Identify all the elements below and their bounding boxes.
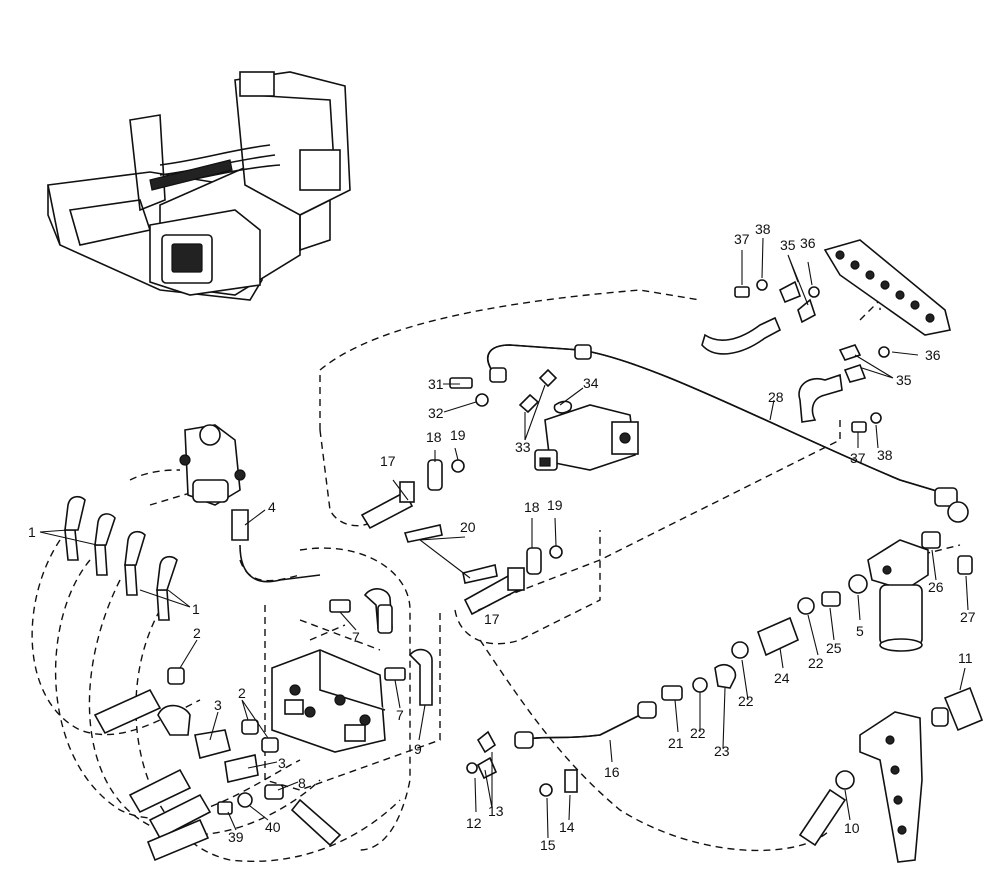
callout-10: 10	[844, 820, 860, 836]
callout-7: 7	[396, 707, 404, 723]
callout-18: 18	[426, 429, 442, 445]
callout-17: 17	[380, 453, 396, 469]
callout-39: 39	[228, 829, 244, 845]
top-valve	[179, 424, 246, 506]
callout-37: 37	[850, 450, 866, 466]
connector-11	[931, 686, 984, 732]
fitting-4	[231, 509, 321, 583]
callout-37: 37	[734, 231, 750, 247]
callout-40: 40	[265, 819, 281, 835]
callout-8: 8	[298, 775, 306, 791]
callout-27: 27	[960, 609, 976, 625]
callout-31: 31	[428, 376, 444, 392]
mounting-bracket	[859, 711, 923, 863]
callout-22: 22	[738, 693, 754, 709]
callout-3: 3	[278, 755, 286, 771]
callout-18: 18	[524, 499, 540, 515]
hose-fittings-1	[64, 495, 178, 621]
manifold-hardware	[701, 279, 890, 433]
callout-5: 5	[856, 623, 864, 639]
callout-28: 28	[768, 389, 784, 405]
callout-38: 38	[755, 221, 771, 237]
callout-7: 7	[352, 629, 360, 645]
callout-24: 24	[774, 670, 790, 686]
callout-15: 15	[540, 837, 556, 853]
callout-11: 11	[958, 650, 973, 666]
hose-10	[798, 770, 855, 847]
lower-left-hoses	[93, 688, 212, 862]
hose-16	[466, 701, 657, 797]
callout-20: 20	[460, 519, 476, 535]
leader-lines	[39, 237, 969, 839]
callout-9: 9	[414, 741, 422, 757]
callout-2: 2	[193, 625, 201, 641]
callout-23: 23	[714, 743, 730, 759]
callout-14: 14	[559, 819, 575, 835]
center-parts	[403, 524, 563, 616]
callout-33: 33	[515, 439, 531, 455]
callout-22: 22	[808, 655, 824, 671]
callout-38: 38	[877, 447, 893, 463]
callout-25: 25	[826, 640, 842, 656]
callout-21: 21	[668, 735, 684, 751]
callout-13: 13	[488, 803, 504, 819]
callout-19: 19	[547, 497, 563, 513]
callout-35: 35	[780, 237, 796, 253]
pump-parts-upper	[360, 368, 573, 530]
callout-16: 16	[604, 764, 620, 780]
callout-35: 35	[896, 372, 912, 388]
callout-17: 17	[484, 611, 500, 627]
callout-32: 32	[428, 405, 444, 421]
callout-34: 34	[583, 375, 599, 391]
callout-26: 26	[928, 579, 944, 595]
callout-36: 36	[800, 235, 816, 251]
callout-3: 3	[214, 697, 222, 713]
gear-pump	[534, 404, 639, 471]
valve-side-fittings	[157, 588, 433, 847]
callout-2: 2	[238, 685, 246, 701]
callout-22: 22	[690, 725, 706, 741]
callout-1: 1	[28, 524, 36, 540]
hose-28	[487, 344, 969, 523]
callout-12: 12	[466, 815, 482, 831]
callout-1: 1	[192, 601, 200, 617]
callout-labels: 1 1 2 2 3 3 4 5 7 7 8 9 10 11 12 13 14 1…	[28, 221, 976, 853]
manifold-plate	[823, 239, 951, 336]
control-valve-block	[271, 649, 386, 753]
callout-4: 4	[268, 499, 276, 515]
callout-36: 36	[925, 347, 941, 363]
callout-19: 19	[450, 427, 466, 443]
hydraulic-filter	[867, 539, 929, 652]
tractor-overview-illustration	[47, 71, 351, 301]
